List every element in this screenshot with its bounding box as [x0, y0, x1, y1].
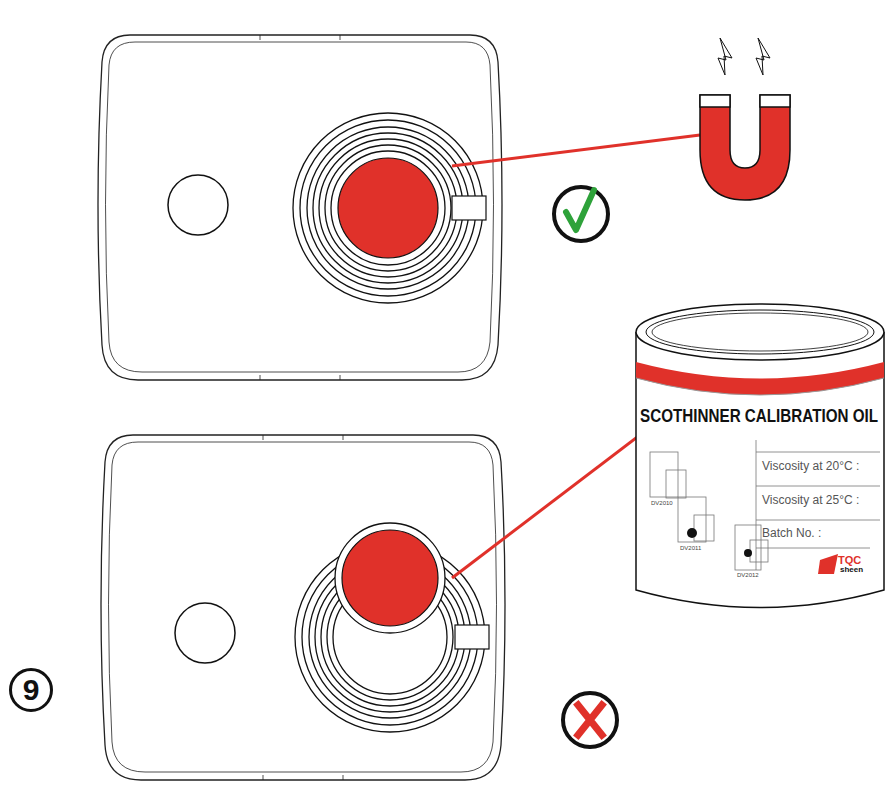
field-label: Batch No. : [762, 527, 821, 539]
callout-number: 9 [23, 673, 40, 707]
logo-text: TQC [838, 555, 861, 566]
model-code: DV2012 [737, 572, 759, 578]
misplaced-disc [342, 530, 438, 626]
ok-circle [554, 187, 608, 241]
field-label: Viscosity at 20°C : [762, 460, 859, 472]
hole [175, 603, 235, 663]
device-outline [101, 435, 505, 780]
hole [168, 175, 228, 235]
model-code: DV2011 [680, 545, 701, 551]
wrong-circle [563, 693, 617, 747]
magnet-disc [338, 158, 438, 258]
coil-tab [455, 625, 489, 649]
horseshoe-magnet [700, 38, 790, 200]
callout-circle: 9 [9, 668, 53, 712]
coil-tab [452, 196, 486, 220]
leader-line [452, 135, 700, 166]
product-name: SCOTHINNER CALIBRATION OIL [640, 406, 878, 425]
check-mark [566, 190, 594, 230]
model-code: DV2010 [651, 500, 673, 506]
field-label: Viscosity at 25°C : [762, 494, 859, 506]
logo-text: sheen [840, 566, 863, 574]
oil-can [636, 304, 884, 608]
device-outline [98, 35, 502, 380]
cross-mark [578, 705, 602, 735]
disc-ring [335, 523, 445, 633]
